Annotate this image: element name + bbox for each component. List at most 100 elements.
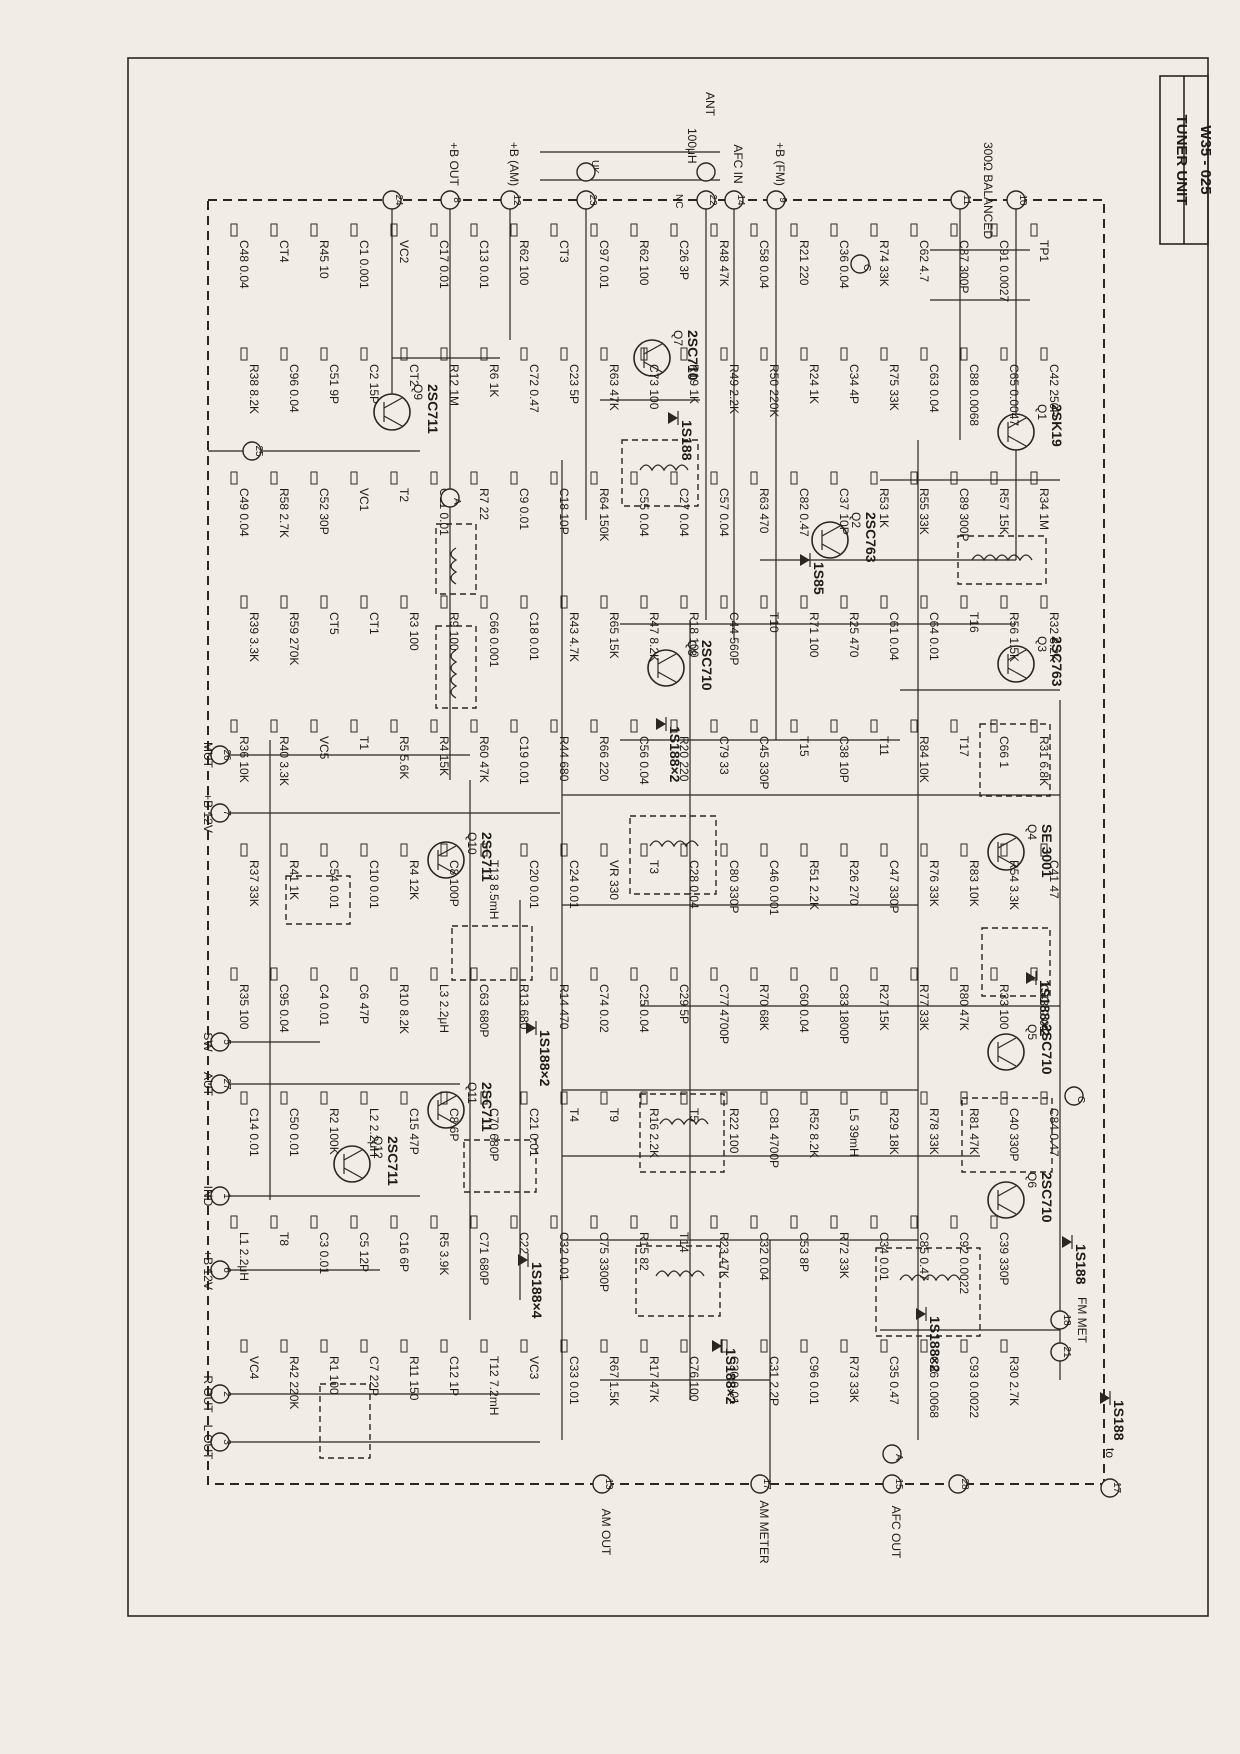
component-value: R31 6.8K [1037, 736, 1051, 786]
component-label: C76 100 [680, 1339, 701, 1402]
component-label: T8 [270, 1215, 291, 1246]
component-label: R5 3.9K [430, 1215, 451, 1275]
component-value: R76 33K [927, 860, 941, 907]
component-label: C28 0.04 [680, 843, 701, 909]
terminal-22: 22 [696, 190, 718, 210]
component-value: C8 6P [447, 1108, 461, 1141]
component-label: L3 2.2μH [430, 967, 451, 1033]
component-label: R59 270K [280, 595, 301, 665]
component-label: R48 47K [710, 223, 731, 287]
terminal-number: 14 [735, 194, 746, 206]
balanced-input-label: 300Ω BALANCED [981, 142, 995, 239]
component-value: T17 [957, 736, 971, 757]
component-value: L3 2.2μH [437, 984, 451, 1033]
component-label: C46 0.001 [760, 843, 781, 916]
transistor-ref: Q7 [671, 330, 685, 346]
component-value: C83 1800P [837, 984, 851, 1044]
component-value: C30 0.01 [727, 1356, 741, 1405]
terminal-label: +B (AM) [507, 142, 521, 186]
component-value: R10 8.2K [397, 984, 411, 1034]
component-label: CT4 [270, 223, 291, 263]
diode-type: 1S188×4 [529, 1262, 545, 1319]
component-label: R44 680 [550, 719, 571, 782]
component-label: C50 0.01 [280, 1091, 301, 1157]
component-label: R60 47K [470, 719, 491, 783]
component-label: R75 33K [880, 347, 901, 411]
component-label: T4 [560, 1091, 581, 1122]
component-value: R63 470 [757, 488, 771, 534]
component-label: R21 220 [790, 223, 811, 286]
component-value: C5 12P [357, 1232, 371, 1272]
component-value: T1 [357, 736, 371, 750]
component-value: C81 4700P [767, 1108, 781, 1168]
component-value: R62 100 [517, 240, 531, 286]
component-label: C34 0.01 [870, 1215, 891, 1281]
component-label: R40 3.3K [270, 719, 291, 786]
component-label: C96 0.01 [800, 1339, 821, 1405]
component-value: R48 47K [717, 240, 731, 287]
component-value: C34 0.01 [877, 1232, 891, 1281]
transistor-type: 2SC763 [1049, 636, 1065, 687]
transistor-type: 2SK19 [1049, 404, 1065, 447]
terminal-label: +B (FM) [773, 142, 787, 186]
component-label: L5 39mH [840, 1091, 861, 1157]
component-value: R45 10 [317, 240, 331, 279]
antenna-coil-label: 100μH [685, 128, 699, 164]
diode-label: 1S188 [1062, 1235, 1089, 1285]
component-value: R29 18K [887, 1108, 901, 1155]
component-label: C40 330P [1000, 1091, 1021, 1161]
component-value: R73 33K [847, 1356, 861, 1403]
component-value: R25 470 [847, 612, 861, 658]
component-label: C19 0.01 [510, 719, 531, 785]
component-label: R62 100 [630, 223, 651, 286]
component-label: C91 0.0027 [990, 223, 1011, 302]
component-value: R35 100 [237, 984, 251, 1030]
transformer-cans [285, 439, 1053, 1459]
component-value: C53 8P [797, 1232, 811, 1272]
ref-c-bottom: C [1075, 1096, 1086, 1103]
component-value: C76 100 [687, 1356, 701, 1402]
component-label: L1 2.2μH [230, 1215, 251, 1281]
component-label: R54 3.3K [1000, 843, 1021, 910]
transistor-ref: Q3 [1035, 636, 1049, 652]
component-label: C84 0.47 [1040, 1091, 1061, 1157]
component-value: C89 300P [957, 488, 971, 541]
component-value: C63 680P [477, 984, 491, 1037]
component-label: C92 0.0022 [950, 1215, 971, 1294]
component-label: R16 2.2K [640, 1091, 661, 1158]
component-value: C96 0.04 [287, 364, 301, 413]
component-label: R76 33K [920, 843, 941, 907]
component-value: C93 0.0022 [967, 1356, 981, 1418]
component-value: C38 10P [837, 736, 851, 783]
ref-point-c-top [850, 254, 870, 274]
component-value: C39 330P [997, 1232, 1011, 1285]
component-label: T9 [600, 1091, 621, 1122]
uk-label: UK [589, 160, 600, 174]
component-value: R15 82 [637, 1232, 651, 1271]
component-value: T13 8.5mH [487, 860, 501, 919]
component-value: C16 6P [397, 1232, 411, 1272]
component-label: C31 2.2P [760, 1339, 781, 1406]
component-value: R47 8.2K [647, 612, 661, 662]
component-value: R84 10K [917, 736, 931, 783]
component-value: R51 2.2K [807, 860, 821, 910]
component-value: C42 250P [1047, 364, 1061, 417]
component-label: C39 330P [990, 1215, 1011, 1285]
terminal-label: AM OUT [599, 1509, 613, 1556]
component-label: R15 82 [630, 1215, 651, 1271]
terminal-label: R OUT [201, 1375, 215, 1413]
component-value: C4 0.01 [317, 984, 331, 1026]
terminal-2: 2R OUT [201, 1375, 232, 1413]
component-value: C87 300P [957, 240, 971, 293]
component-value: R6 1K [487, 364, 501, 397]
component-value: T4 [567, 1108, 581, 1122]
component-label: C6 47P [350, 967, 371, 1024]
component-value: R80 47K [957, 984, 971, 1031]
component-value: C49 0.04 [237, 488, 251, 537]
component-label: C66 1 [990, 719, 1011, 768]
component-value: R62 100 [637, 240, 651, 286]
